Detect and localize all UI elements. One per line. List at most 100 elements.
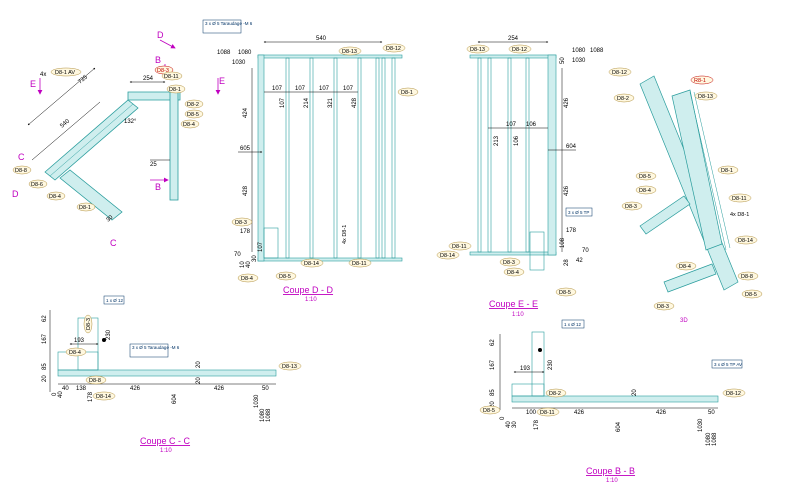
3d-back-post bbox=[671, 89, 723, 251]
3d-tag-d8-3-b: D8-3 bbox=[653, 301, 675, 311]
ee-dim-604: 604 bbox=[566, 144, 577, 150]
svg-text:D8-5: D8-5 bbox=[745, 292, 757, 298]
ee-tag-d8-4: D8-4 bbox=[503, 267, 525, 277]
cc-dim-167: 167 bbox=[42, 333, 48, 344]
cc-beam bbox=[57, 369, 277, 377]
tag-d8-4-iso: D8-4 bbox=[180, 119, 200, 129]
dd-title: Coupe D - D bbox=[283, 285, 334, 295]
dd-dim-70: 70 bbox=[234, 252, 241, 258]
ee-bar-3 bbox=[507, 57, 512, 253]
view-letter-b-top: B bbox=[155, 55, 161, 65]
dd-dim-v428: 428 bbox=[352, 97, 358, 108]
tag-d8-1-iso-b: D8-1 bbox=[76, 202, 96, 212]
cc-dim-62: 62 bbox=[42, 315, 48, 322]
svg-text:D8-5: D8-5 bbox=[639, 174, 651, 180]
svg-text:D8-4: D8-4 bbox=[241, 276, 253, 282]
svg-text:D8-5: D8-5 bbox=[279, 274, 291, 280]
3d-label: 3D bbox=[680, 318, 688, 324]
view-coupe-e-e: 254 1080 1088 1030 50 426 604 426 107 10… bbox=[436, 36, 604, 318]
bb-upright bbox=[531, 331, 545, 397]
dd-dim-v321: 321 bbox=[328, 97, 334, 108]
cc-dim-604: 604 bbox=[172, 393, 178, 404]
svg-text:D8-2: D8-2 bbox=[549, 391, 561, 397]
svg-text:D8-3: D8-3 bbox=[86, 318, 92, 330]
tag-d8-2-iso: D8-2 bbox=[184, 99, 204, 109]
3d-tag-d8-5: D8-5 bbox=[635, 171, 657, 181]
ee-dim-1088: 1088 bbox=[590, 48, 604, 54]
ee-dim-1030: 1030 bbox=[572, 58, 586, 64]
cc-dim-178: 178 bbox=[88, 391, 94, 402]
dd-dim-1080: 1080 bbox=[238, 50, 252, 56]
dd-foot-block bbox=[263, 227, 279, 259]
ee-dim-50: 50 bbox=[560, 57, 566, 64]
svg-text:D8-4: D8-4 bbox=[69, 350, 81, 356]
dd-dim-10: 10 bbox=[240, 261, 246, 268]
tag-d8-4-iso-b: D8-4 bbox=[46, 191, 66, 201]
dd-dim-107-a: 107 bbox=[272, 86, 283, 92]
dd-tag-d8-1: D8-1 bbox=[397, 87, 419, 97]
svg-text:D8-4: D8-4 bbox=[507, 270, 519, 276]
bb-dim-85: 85 bbox=[490, 389, 496, 396]
svg-text:D8-3: D8-3 bbox=[235, 220, 247, 226]
tag-d8-1-iso: D8-1 bbox=[166, 84, 186, 94]
bb-dim-178: 178 bbox=[534, 419, 540, 430]
view-letter-d-left: D bbox=[12, 189, 19, 199]
svg-text:D8-3: D8-3 bbox=[157, 68, 169, 74]
view-coupe-c-c: 62 230 167 193 85 20 0 40 40 138 178 426… bbox=[42, 295, 302, 454]
cc-dim-193: 193 bbox=[74, 338, 85, 344]
svg-text:D8-4: D8-4 bbox=[49, 194, 61, 200]
bb-note-trou: 1 x Ø 12 bbox=[564, 322, 582, 327]
tag-d8-1-av: D8-1 AV bbox=[50, 67, 82, 77]
dim-30: 30 bbox=[105, 214, 114, 223]
bb-dim-1030: 1030 bbox=[698, 418, 704, 432]
3d-tag-d8-4-b: D8-4 bbox=[675, 261, 697, 271]
bb-tag-d8-2: D8-2 bbox=[545, 388, 567, 398]
ee-foot bbox=[529, 231, 545, 271]
ee-bar-2 bbox=[487, 57, 492, 253]
dd-dim-107-b: 107 bbox=[295, 86, 306, 92]
dd-tag-d8-4: D8-4 bbox=[237, 273, 259, 283]
svg-text:D8-11: D8-11 bbox=[452, 244, 467, 250]
cc-dim-1030: 1030 bbox=[254, 394, 260, 408]
dd-tag-d8-14: D8-14 bbox=[300, 258, 324, 268]
ee-dim-1080: 1080 bbox=[572, 48, 586, 54]
dd-top-rail bbox=[257, 54, 403, 59]
bb-tag-d8-5: D8-5 bbox=[479, 405, 501, 415]
dd-bar-2 bbox=[309, 57, 314, 259]
ee-post-right bbox=[547, 54, 557, 256]
cc-dim-426-b: 426 bbox=[214, 386, 225, 392]
ee-dim-v106: 106 bbox=[514, 135, 520, 146]
ee-tag-d8-12: D8-12 bbox=[508, 44, 532, 54]
dd-note-tarau: 3 x Ø 5 Taraudage -M 6 bbox=[205, 21, 253, 26]
svg-text:D8-3: D8-3 bbox=[657, 304, 669, 310]
dd-tag-d8-12: D8-12 bbox=[382, 43, 406, 53]
svg-text:D8-1: D8-1 bbox=[721, 168, 733, 174]
svg-text:D8-13: D8-13 bbox=[470, 47, 485, 53]
ee-scale: 1:10 bbox=[512, 312, 524, 318]
dd-dim-107-c: 107 bbox=[319, 86, 330, 92]
view-coupe-b-b: 62 230 167 193 85 20 0 40 30 100 178 426… bbox=[479, 319, 746, 484]
dd-view-letter-e: E bbox=[219, 76, 225, 86]
dd-bar-3 bbox=[333, 57, 338, 259]
3d-tag-d8-5-b: D8-5 bbox=[741, 289, 763, 299]
bb-dim-1080: 1080 bbox=[706, 432, 712, 446]
svg-text:D8-5: D8-5 bbox=[187, 112, 199, 118]
bb-dim-40: 40 bbox=[506, 421, 512, 428]
cc-dim-20-c: 20 bbox=[196, 377, 202, 384]
view-letter-d-top: D bbox=[157, 30, 164, 40]
dd-bar-1 bbox=[285, 57, 290, 259]
ee-top-rail bbox=[469, 54, 557, 59]
cc-tag-d8-4: D8-4 bbox=[65, 347, 87, 357]
svg-text:D8-3: D8-3 bbox=[625, 204, 637, 210]
dd-dim-1088: 1088 bbox=[217, 50, 231, 56]
3d-tag-d8-13: D8-13 bbox=[694, 91, 718, 101]
dd-dim-428: 428 bbox=[243, 185, 249, 196]
cc-dim-230: 230 bbox=[106, 329, 112, 340]
ee-title: Coupe E - E bbox=[489, 299, 538, 309]
view-letter-e-iso: E bbox=[30, 79, 36, 89]
svg-text:D8-4: D8-4 bbox=[679, 264, 691, 270]
svg-text:D8-11: D8-11 bbox=[164, 74, 179, 80]
bb-dim-426-b: 426 bbox=[656, 410, 667, 416]
cc-dim-0: 0 bbox=[52, 392, 58, 396]
bb-dim-426-a: 426 bbox=[574, 410, 585, 416]
